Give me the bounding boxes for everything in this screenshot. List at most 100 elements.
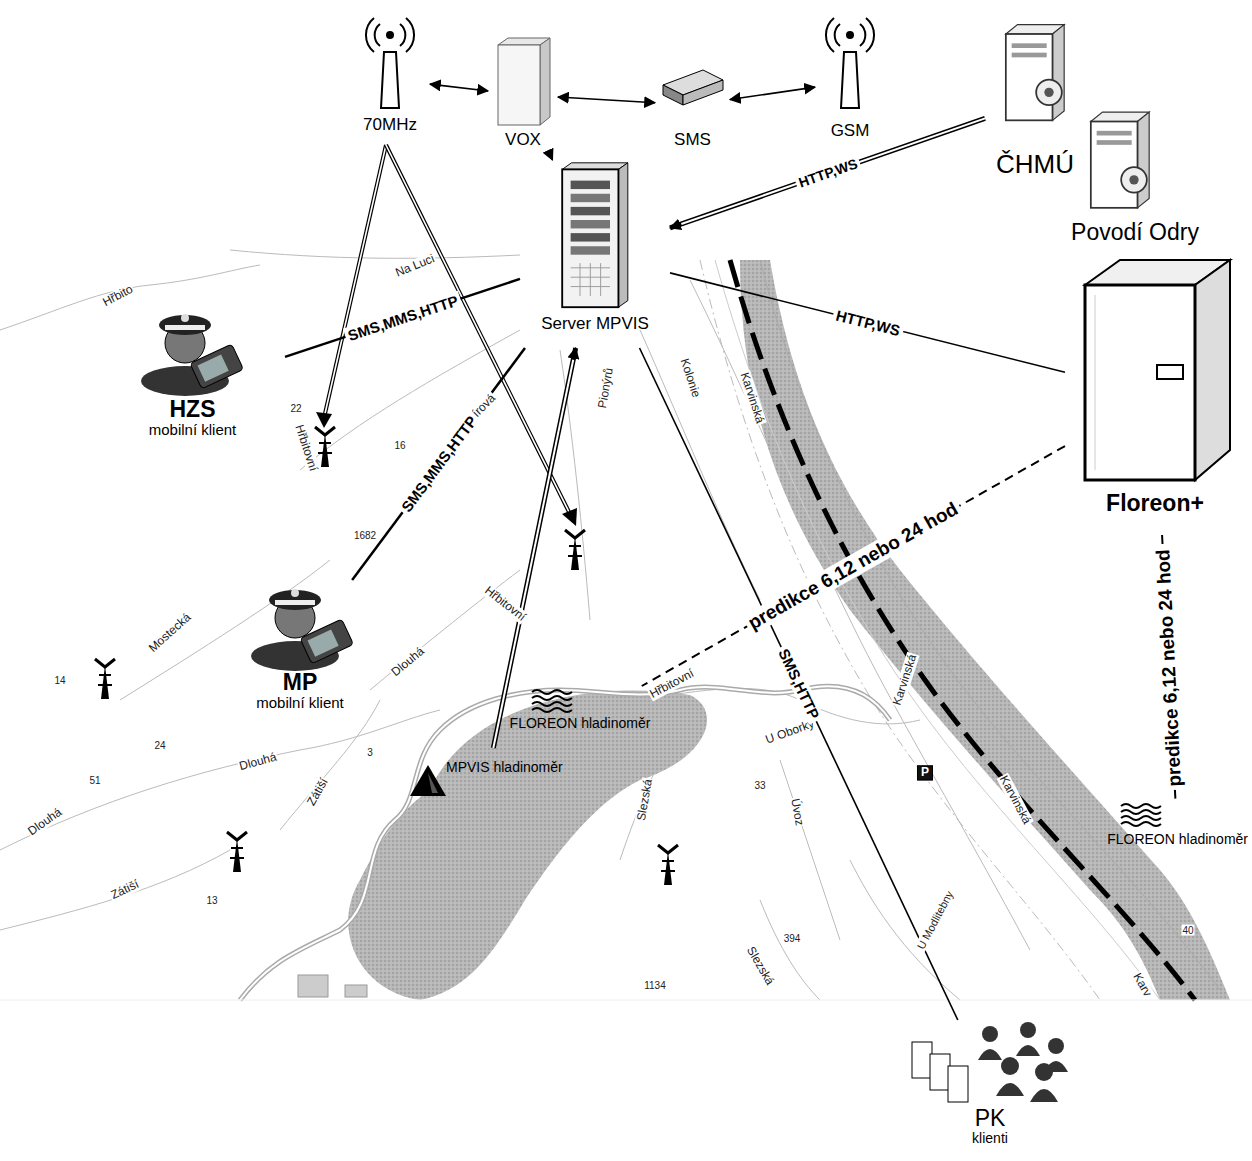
street-name: Hřbitovní — [481, 583, 529, 624]
node-label: ČHMÚ — [996, 150, 1074, 179]
node-label: Povodí Odry — [1071, 220, 1199, 245]
street-name: Hřbito — [100, 282, 136, 310]
node-icon — [493, 35, 553, 127]
street-name: Dlouhá — [25, 805, 65, 839]
parking-sign: P — [917, 765, 933, 780]
protocol-label: SMS,MMS,HTTP — [342, 291, 462, 345]
connector — [558, 97, 655, 103]
street-name: Slezská — [743, 944, 776, 989]
node-sublabel: klienti — [972, 1131, 1008, 1146]
railway — [700, 260, 1220, 1000]
node-label: VOX — [505, 131, 541, 150]
house-number: 14 — [53, 675, 66, 686]
node-icon — [1075, 255, 1235, 485]
node-text-group: PKklienti — [900, 1106, 1080, 1147]
connector — [493, 348, 575, 748]
node-text-group: Floreon+ — [1065, 491, 1245, 516]
node-label: Floreon+ — [1106, 491, 1204, 516]
network-node: Povodí Odry — [1050, 100, 1220, 248]
node-icon — [555, 160, 635, 310]
creek — [240, 686, 890, 1000]
node-icon — [1085, 105, 1155, 215]
protocol-label: SMS,HTTP — [773, 643, 824, 724]
network-node: 70MHz — [350, 12, 430, 147]
node-icon — [408, 763, 448, 798]
network-node: FLOREON hladinoměr — [1105, 800, 1250, 885]
node-icon — [1119, 800, 1164, 830]
node-icon — [530, 686, 575, 716]
street-name: U Modlitebny — [914, 888, 956, 952]
street-name: Karvinská — [890, 652, 919, 708]
node-text-group: 70MHz — [350, 116, 430, 135]
node-text-group: FLOREON hladinoměr — [508, 716, 653, 731]
node-text-group: SMS — [655, 131, 730, 150]
node-icon — [658, 65, 728, 110]
network-node: Floreon+ — [1065, 255, 1245, 535]
node-text-group: ČHMÚ — [985, 150, 1085, 179]
house-number: 40 — [1181, 925, 1194, 936]
map-edge — [0, 1000, 1252, 1001]
network-node: VOX — [488, 35, 558, 155]
radio-towers — [95, 427, 678, 885]
street-name: Dlouhá — [388, 644, 427, 680]
street-name: Na Luci — [393, 252, 438, 280]
connector — [642, 446, 1065, 686]
network-node: Server MPVIS — [520, 160, 670, 348]
protocol-label: HTTP,WS — [793, 155, 862, 192]
protocol-label: predikce 6,12 nebo 24 hod — [742, 496, 965, 635]
street-name: Hřbitovní — [647, 666, 697, 701]
node-label: PK — [975, 1106, 1006, 1131]
network-node: FLOREON hladinoměr — [508, 686, 653, 756]
connector — [670, 273, 1065, 372]
connector — [430, 84, 488, 91]
street-name: Dlouhá — [237, 750, 279, 773]
street-name: Pionýrů — [596, 366, 616, 410]
buildings — [298, 975, 367, 997]
node-label: FLOREON hladinoměr — [510, 716, 651, 731]
node-sublabel: mobilní klient — [149, 422, 237, 439]
node-label: MP — [283, 670, 318, 695]
house-number: 22 — [289, 403, 302, 414]
house-number: 13 — [205, 895, 218, 906]
reservoir — [348, 690, 707, 1000]
street-name: Mostecká — [146, 610, 194, 656]
node-label: MPVIS hladinoměr — [446, 760, 563, 775]
house-number: 51 — [88, 775, 101, 786]
node-label: Server MPVIS — [541, 315, 649, 334]
node-text-group: GSM — [815, 122, 885, 141]
node-text-group: Server MPVIS — [520, 315, 670, 334]
node-label: 70MHz — [363, 116, 417, 135]
network-node: MPVIS hladinoměr — [408, 748, 567, 806]
node-label: FLOREON hladinoměr — [1107, 832, 1248, 847]
connector — [285, 279, 520, 357]
connector — [640, 348, 958, 1020]
river-band — [740, 260, 1230, 1000]
house-number: 33 — [753, 780, 766, 791]
street-name: Karvinská — [996, 773, 1033, 827]
node-icon — [820, 12, 880, 112]
protocol-label: HTTP,WS — [831, 306, 905, 340]
node-label: GSM — [831, 122, 870, 141]
network-node: GSM — [815, 12, 885, 152]
house-number: 16 — [393, 440, 406, 451]
node-icon — [360, 12, 420, 112]
house-number: 3 — [366, 747, 374, 758]
house-number: 1682 — [353, 530, 377, 541]
street-name: Zátiší — [108, 877, 142, 902]
node-label: HZS — [170, 397, 216, 422]
house-number: 1134 — [643, 980, 667, 991]
node-icon — [1000, 20, 1070, 125]
street-name: Slezská — [635, 777, 656, 823]
house-number: 394 — [783, 933, 802, 944]
node-text-group: VOX — [488, 131, 558, 150]
street-name: Hřbitovní — [292, 422, 320, 474]
street-name: Kolonie — [677, 356, 703, 400]
street-name: Karv — [1130, 970, 1155, 1000]
creek-inner — [240, 686, 890, 1000]
node-icon — [245, 580, 355, 672]
street-name: Úvoz — [788, 796, 806, 827]
node-text-group: FLOREON hladinoměr — [1105, 832, 1250, 847]
protocol-label: SMS,MMS,HTTP — [395, 410, 481, 517]
node-icon — [135, 305, 245, 397]
node-text-group: MPmobilní klient — [225, 670, 375, 712]
